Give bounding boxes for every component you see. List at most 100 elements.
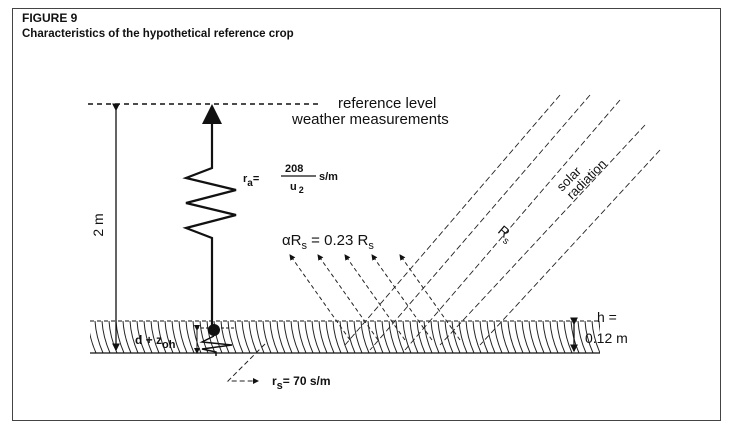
solar-ray	[479, 149, 661, 346]
hatch-stroke	[248, 321, 258, 353]
reflected-ray	[317, 254, 379, 341]
hatch-stroke	[157, 321, 167, 353]
hatch-stroke	[339, 321, 349, 353]
hatch-stroke	[276, 321, 286, 353]
solar-ray	[439, 124, 646, 346]
reference-level-label: reference level	[338, 95, 436, 112]
hatch-stroke	[388, 321, 398, 353]
hatch-stroke	[143, 321, 153, 353]
hatch-stroke	[311, 321, 321, 353]
aerodynamic-resistance-symbol	[182, 124, 237, 330]
height-2m-label: 2 m	[90, 213, 106, 236]
hatch-stroke	[409, 321, 419, 353]
upward-arrow-head-icon	[202, 104, 222, 124]
weather-measurements-label: weather measurements	[291, 111, 449, 128]
crop-canopy-hatching	[90, 321, 600, 353]
figure-frame	[12, 8, 721, 421]
hatch-stroke	[374, 321, 384, 353]
crop-height-value: 0.12 m	[585, 330, 628, 346]
hatch-stroke	[150, 321, 160, 353]
hatch-stroke	[563, 321, 573, 353]
surface-resistance-symbol	[199, 335, 233, 356]
hatch-stroke	[234, 321, 244, 353]
hatch-stroke	[437, 321, 447, 353]
solar-ray	[369, 94, 591, 351]
hatch-stroke	[486, 321, 496, 353]
hatch-stroke	[507, 321, 517, 353]
solar-radiation-lines	[344, 94, 661, 351]
hatch-stroke	[444, 321, 454, 353]
hatch-stroke	[129, 321, 139, 353]
ra-label: ra=	[243, 173, 259, 189]
solar-ray	[344, 94, 561, 346]
hatch-stroke	[262, 321, 272, 353]
hatch-stroke	[472, 321, 482, 353]
hatch-stroke	[136, 321, 146, 353]
hatch-stroke	[465, 321, 475, 353]
hatch-stroke	[423, 321, 433, 353]
ra-numerator: 208	[285, 163, 303, 175]
hatch-stroke	[458, 321, 468, 353]
solar-ray	[404, 99, 621, 351]
hatch-stroke	[570, 321, 580, 353]
hatch-stroke	[325, 321, 335, 353]
hatch-stroke	[206, 321, 216, 353]
hatch-stroke	[521, 321, 531, 353]
hatch-stroke	[269, 321, 279, 353]
reflected-radiation-arrows	[289, 254, 461, 341]
hatch-stroke	[402, 321, 412, 353]
reflected-ray	[344, 254, 406, 341]
hatch-stroke	[227, 321, 237, 353]
hatch-stroke	[94, 321, 104, 353]
hatch-stroke	[598, 321, 600, 333]
reflected-ray	[289, 254, 351, 341]
hatch-stroke	[528, 321, 538, 353]
hatch-stroke	[297, 321, 307, 353]
ra-unit: s/m	[319, 171, 338, 183]
hatch-stroke	[353, 321, 363, 353]
hatch-stroke	[430, 321, 440, 353]
albedo-equation: αRs = 0.23 Rs	[282, 232, 374, 252]
crop-height-label: h =	[597, 309, 617, 325]
hatch-stroke	[241, 321, 251, 353]
hatch-stroke	[115, 321, 125, 353]
hatch-stroke	[395, 321, 405, 353]
hatch-stroke	[451, 321, 461, 353]
hatch-stroke	[318, 321, 328, 353]
reflected-ray	[371, 254, 433, 341]
hatch-stroke	[290, 321, 300, 353]
source-point-icon	[208, 324, 220, 336]
hatch-stroke	[164, 321, 174, 353]
hatch-stroke	[346, 321, 356, 353]
hatch-stroke	[178, 321, 188, 353]
figure-caption: Characteristics of the hypothetical refe…	[22, 28, 294, 40]
hatch-stroke	[332, 321, 342, 353]
hatch-stroke	[255, 321, 265, 353]
hatch-stroke	[360, 321, 370, 353]
hatch-stroke	[213, 321, 223, 353]
hatch-stroke	[542, 321, 552, 353]
hatch-stroke	[381, 321, 391, 353]
reflected-ray	[399, 254, 461, 341]
hatch-stroke	[584, 321, 594, 353]
rs-pointer-arrow	[226, 343, 266, 384]
hatch-stroke	[535, 321, 545, 353]
figure-number: FIGURE 9	[22, 11, 78, 25]
hatch-stroke	[577, 321, 587, 353]
hatch-stroke	[493, 321, 503, 353]
hatch-stroke	[90, 332, 97, 353]
hatch-stroke	[185, 321, 195, 353]
hatch-stroke	[549, 321, 559, 353]
d-zoh-label: d + zoh	[135, 333, 176, 351]
hatch-stroke	[101, 321, 111, 353]
rs-label: rs= 70 s/m	[272, 374, 331, 392]
hatch-stroke	[122, 321, 132, 353]
hatch-stroke	[591, 321, 600, 353]
hatch-stroke	[304, 321, 314, 353]
hatch-stroke	[479, 321, 489, 353]
hatch-stroke	[556, 321, 566, 353]
hatch-stroke	[500, 321, 510, 353]
hatch-stroke	[171, 321, 181, 353]
